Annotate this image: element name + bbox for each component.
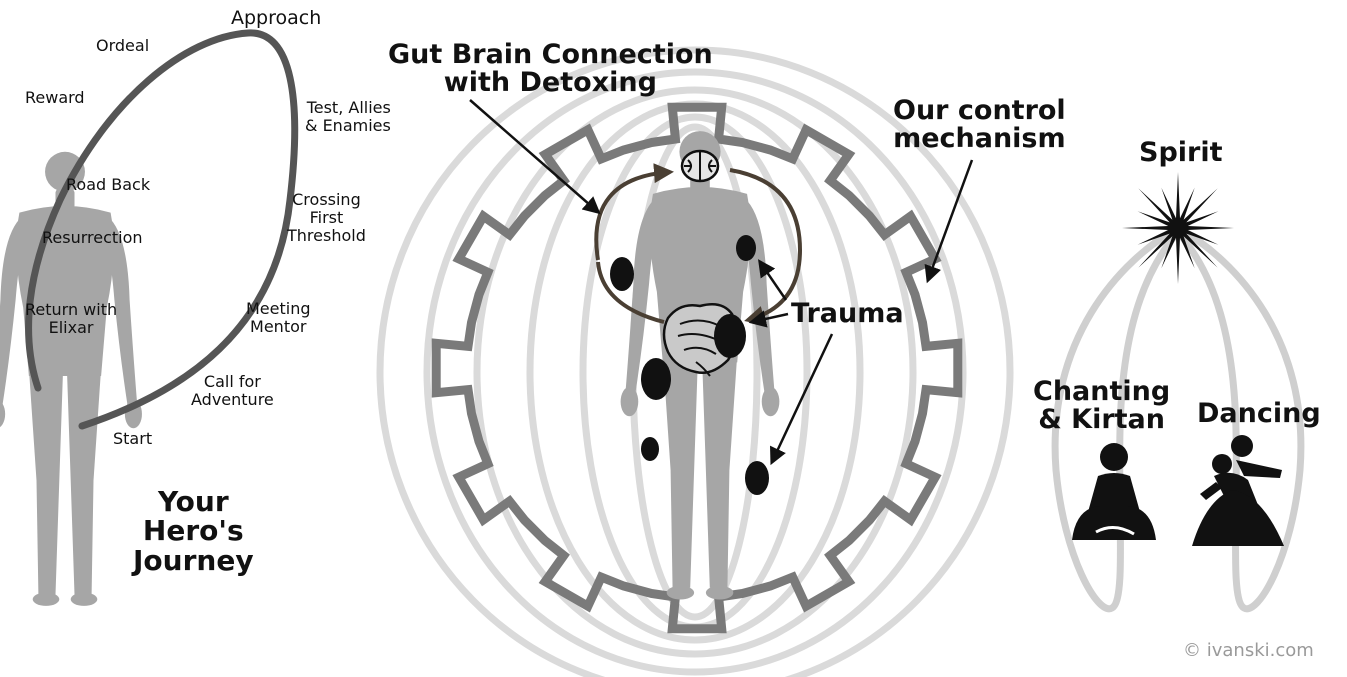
stage-ordeal: Ordeal	[96, 37, 149, 55]
dancing-label: Dancing	[1197, 400, 1321, 428]
stage-return-with-elixar: Return with Elixar	[25, 301, 117, 337]
stage-approach: Approach	[231, 8, 321, 29]
stage-reward: Reward	[25, 89, 85, 107]
chanting-kirtan-label: Chanting & Kirtan	[1033, 378, 1170, 435]
stage-start: Start	[113, 430, 152, 448]
stage-test-allies: Test, Allies & Enamies	[305, 99, 391, 135]
stage-resurrection: Resurrection	[42, 229, 143, 247]
gut-brain-connection-label: Gut Brain Connection with Detoxing	[388, 41, 713, 98]
brain-icon	[682, 151, 718, 181]
meditation-icon	[1072, 443, 1156, 540]
stage-road-back: Road Back	[66, 176, 150, 194]
journey-human-figure	[0, 152, 142, 606]
stage-crossing-first-threshold: Crossing First Threshold	[287, 191, 366, 245]
stage-meeting-mentor: Meeting Mentor	[246, 300, 311, 336]
trauma-label: Trauma	[791, 300, 904, 328]
spirit-label: Spirit	[1139, 139, 1223, 167]
copyright-credit: © ivanski.com	[1183, 641, 1314, 661]
heros-journey-title: Your Hero's Journey	[133, 487, 254, 575]
control-mechanism-label: Our control mechanism	[893, 97, 1066, 154]
stage-call-for-adventure: Call for Adventure	[191, 373, 274, 409]
spirit-star-icon	[1122, 172, 1234, 284]
dancing-couple-icon	[1192, 435, 1284, 546]
